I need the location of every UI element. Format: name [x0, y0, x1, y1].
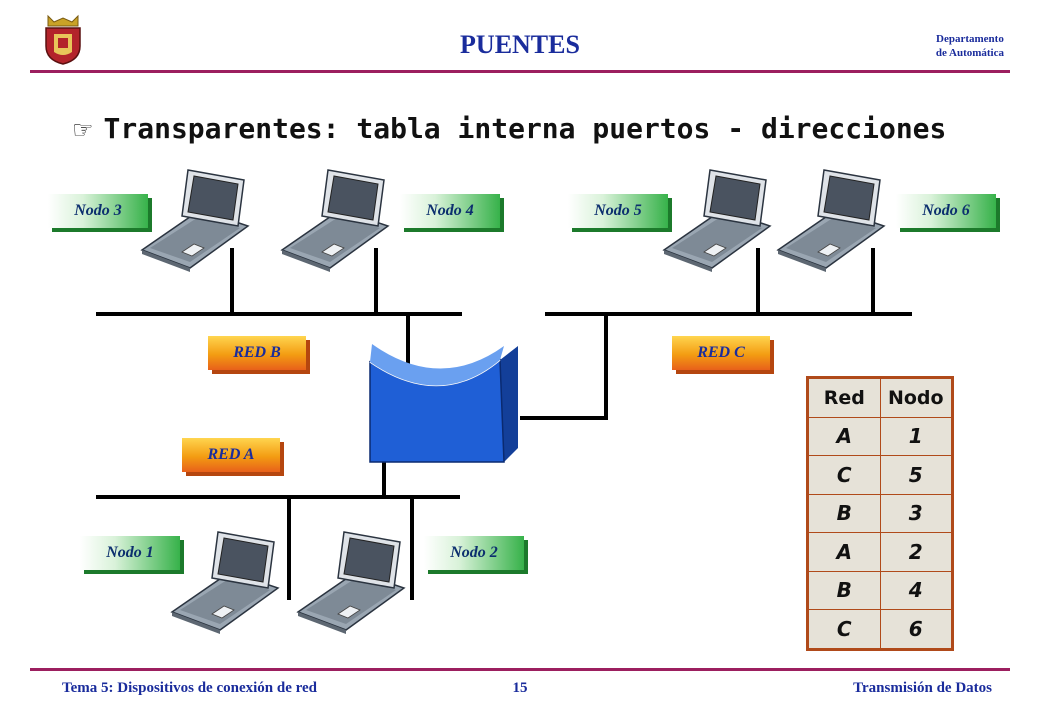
node-tag-5: Nodo 5: [568, 194, 668, 228]
laptop-icon-nodo-4: [281, 169, 389, 273]
cell-red: B: [836, 501, 852, 526]
laptop-icon-nodo-6: [777, 169, 885, 273]
network-a-cable: [96, 460, 460, 600]
column-header-red: Red: [823, 386, 865, 409]
cell-nodo: 1: [879, 417, 952, 455]
network-tag-a: RED A: [182, 438, 280, 472]
node-tag-2: Nodo 2: [424, 536, 524, 570]
column-header-nodo: Nodo: [879, 379, 952, 417]
cell-red: A: [836, 424, 852, 449]
cell-nodo: 4: [879, 571, 952, 609]
table-row: A 2: [809, 532, 951, 571]
department-label: Departamento de Automática: [936, 32, 1004, 60]
footer-course: Transmisión de Datos: [853, 680, 992, 696]
cell-nodo: 2: [879, 533, 952, 571]
laptop-icon-nodo-2: [297, 531, 405, 635]
university-crest-icon: [45, 14, 81, 65]
cell-red: A: [836, 539, 852, 564]
table-row: C 5: [809, 455, 951, 494]
laptop-icon-nodo-1: [171, 531, 279, 635]
bridge-icon: [369, 344, 518, 463]
page-title: PUENTES: [460, 30, 580, 59]
network-c-cable: [520, 248, 912, 420]
node-tag-4: Nodo 4: [400, 194, 500, 228]
network-tag-c: RED C: [672, 336, 770, 370]
cell-nodo: 6: [879, 610, 952, 648]
laptop-icon-nodo-5: [663, 169, 771, 273]
node-tag-3: Nodo 3: [48, 194, 148, 228]
node-tag-1: Nodo 1: [80, 536, 180, 570]
cell-red: B: [836, 578, 852, 603]
table-row: B 3: [809, 493, 952, 532]
header-rule: [30, 70, 1010, 73]
cell-nodo: 5: [879, 456, 952, 494]
cell-red: C: [836, 462, 852, 487]
table-header: Red Nodo: [809, 379, 951, 417]
address-table: Red Nodo A 1 C 5 B 3 A 2 B 4 C 6: [806, 376, 954, 651]
network-b-cable: [96, 248, 462, 370]
department-line-1: Departamento: [936, 33, 1004, 45]
page-number: 15: [512, 680, 528, 696]
cell-nodo: 3: [879, 494, 952, 532]
bullet-point: ☞ Transparentes: tabla interna puertos - …: [72, 112, 946, 145]
department-line-2: de Automática: [935, 47, 1004, 59]
table-row: A 1: [809, 416, 952, 455]
bullet-text: Transparentes: tabla interna puertos - d…: [103, 112, 947, 145]
table-row: B 4: [809, 570, 952, 609]
cell-red: C: [836, 616, 852, 641]
network-tag-b: RED B: [208, 336, 306, 370]
node-tag-6: Nodo 6: [896, 194, 996, 228]
pointing-hand-icon: ☞: [72, 116, 94, 144]
table-row: C 6: [809, 609, 951, 648]
footer-rule: [30, 668, 1010, 671]
footer-topic: Tema 5: Dispositivos de conexión de red: [62, 680, 318, 696]
